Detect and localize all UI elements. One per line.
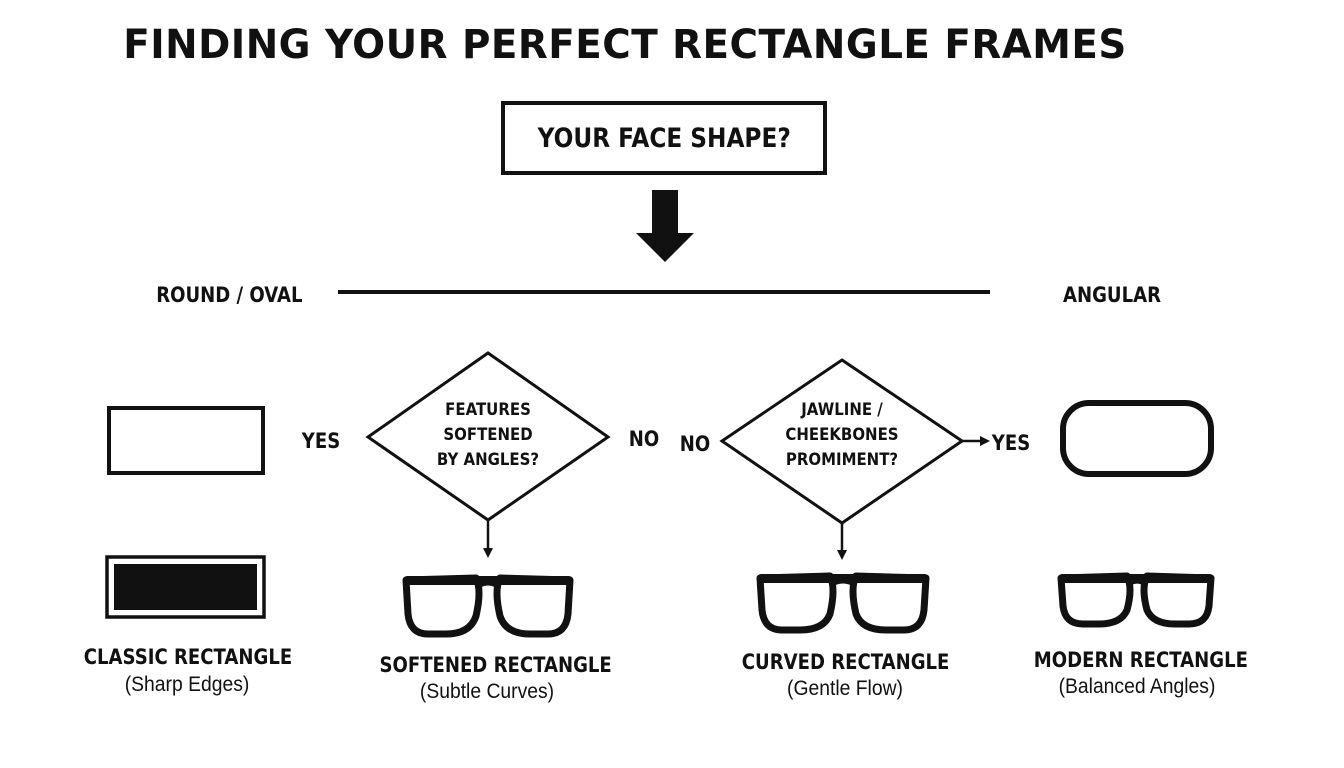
softened-rectangle-glasses-icon <box>402 574 574 638</box>
rounded-rectangle-outline-icon <box>1060 400 1214 477</box>
curved-rectangle-glasses-icon <box>756 572 930 634</box>
no-label: NO <box>679 432 711 456</box>
result-name-curved: CURVED RECTANGLE <box>741 650 950 674</box>
result-name-softened: SOFTENED RECTANGLE <box>379 653 612 677</box>
result-name-classic: CLASSIC RECTANGLE <box>83 645 293 669</box>
yes-label: YES <box>991 431 1031 455</box>
face-shape-question-text: YOUR FACE SHAPE? <box>537 122 791 154</box>
decision-text-jawline: JAWLINE / CHEEKBONES PROMIMENT? <box>785 400 899 470</box>
result-desc-modern: (Balanced Angles) <box>1058 675 1216 698</box>
yes-label: YES <box>301 429 341 453</box>
result-desc-curved: (Gentle Flow) <box>787 677 903 700</box>
classic-rectangle-filled-icon <box>105 555 266 619</box>
classic-rectangle-outline-icon <box>107 406 265 475</box>
arrow-down-icon <box>837 523 847 560</box>
result-desc-classic: (Sharp Edges) <box>124 673 250 696</box>
decision-text-softened: FEATURES SOFTENED BY ANGLES? <box>436 400 540 470</box>
result-desc-softened: (Subtle Curves) <box>419 680 555 703</box>
no-label: NO <box>628 427 660 451</box>
down-arrow-icon <box>636 190 694 262</box>
face-shape-question-box: YOUR FACE SHAPE? <box>501 101 827 175</box>
page-title: FINDING YOUR PERFECT RECTANGLE FRAMES <box>123 22 1127 68</box>
arrow-down-icon <box>483 520 493 558</box>
face-shape-scale-line <box>338 290 990 294</box>
modern-rectangle-glasses-icon <box>1057 572 1215 628</box>
scale-label-round-oval: ROUND / OVAL <box>156 283 303 307</box>
scale-label-angular: ANGULAR <box>1063 283 1161 307</box>
result-name-modern: MODERN RECTANGLE <box>1033 648 1248 672</box>
arrow-right-icon <box>962 436 990 446</box>
